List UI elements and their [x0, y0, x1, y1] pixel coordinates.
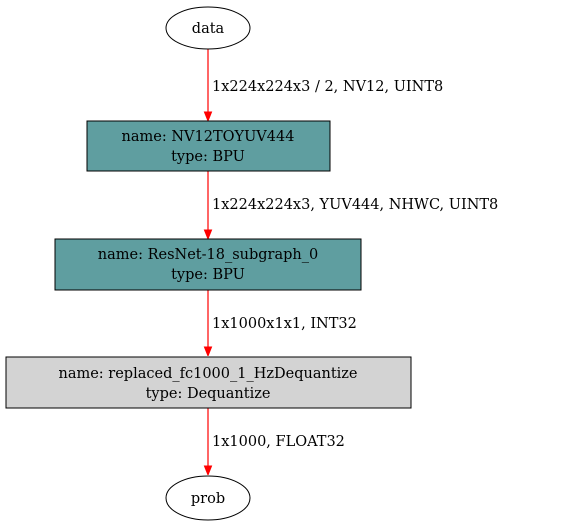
node-nv12-type: type: BPU [171, 149, 245, 165]
node-nv12toyuv444[interactable]: name: NV12TOYUV444 type: BPU [86, 120, 331, 172]
node-resnet-name: name: ResNet-18_subgraph_0 [98, 247, 318, 263]
node-nv12-name: name: NV12TOYUV444 [122, 129, 295, 145]
node-prob-label: prob [191, 491, 225, 507]
edge-label-4: 1x1000, FLOAT32 [212, 434, 345, 450]
node-resnet-subgraph[interactable]: name: ResNet-18_subgraph_0 type: BPU [54, 238, 362, 291]
node-prob[interactable]: prob [165, 475, 251, 521]
node-dequantize[interactable]: name: replaced_fc1000_1_HzDequantize typ… [5, 356, 412, 409]
node-data[interactable]: data [165, 6, 251, 50]
node-resnet-type: type: BPU [171, 267, 245, 283]
node-dequant-name: name: replaced_fc1000_1_HzDequantize [58, 366, 357, 382]
edge-label-3: 1x1000x1x1, INT32 [212, 316, 357, 332]
node-data-label: data [192, 21, 225, 37]
edge-label-2: 1x224x224x3, YUV444, NHWC, UINT8 [212, 197, 498, 213]
node-dequant-type: type: Dequantize [146, 386, 271, 402]
edge-label-1: 1x224x224x3 / 2, NV12, UINT8 [212, 79, 443, 95]
